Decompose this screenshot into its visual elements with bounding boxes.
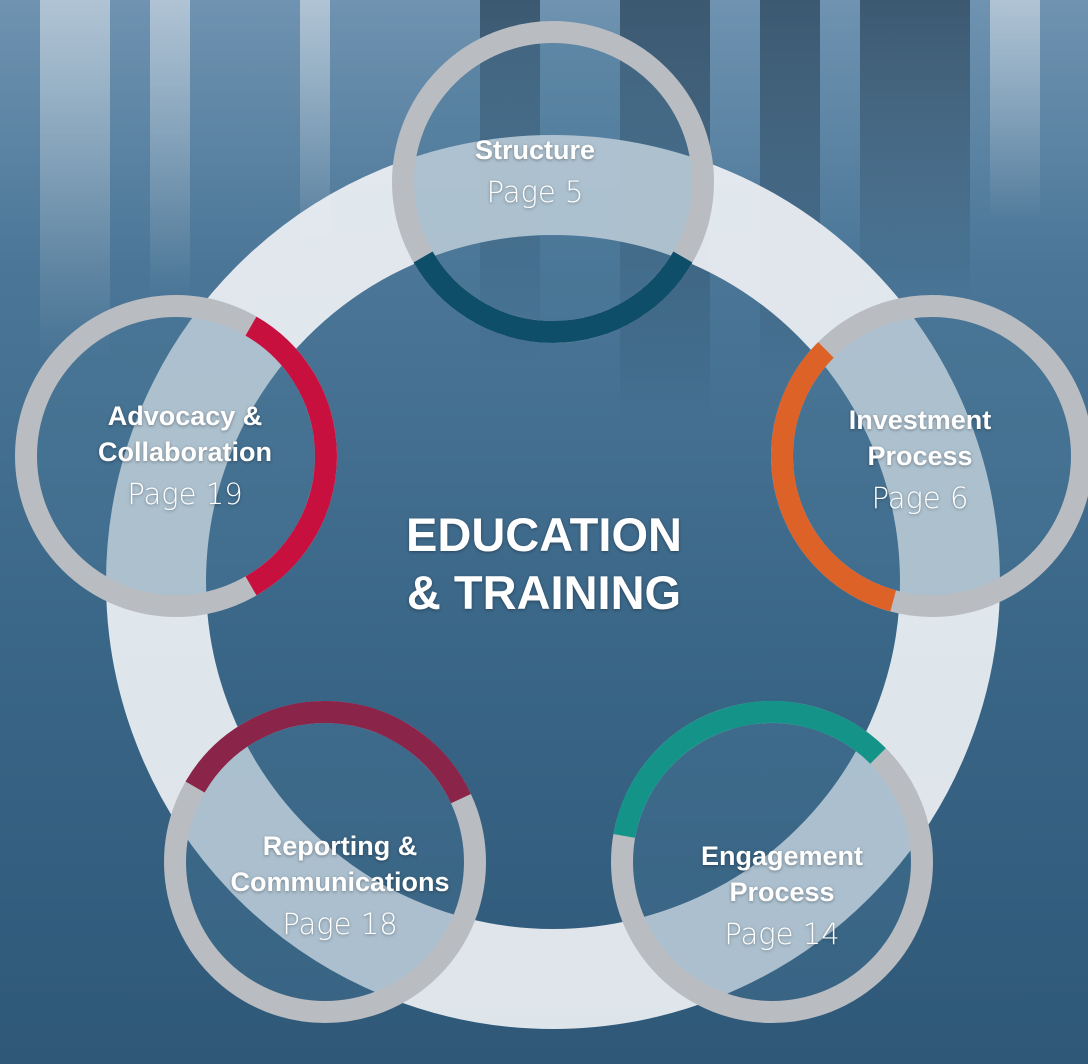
outer-ring-track: [106, 135, 1000, 1029]
node-page-reporting: Page 18: [282, 907, 398, 941]
node-title-structure: Structure: [474, 135, 596, 165]
node-page-investment: Page 6: [871, 481, 969, 515]
node-fill-investment: [782, 306, 1082, 606]
node-fill-advocacy: [26, 306, 326, 606]
node-accent-arc-engagement: [613, 701, 886, 838]
node-engagement[interactable]: [611, 701, 933, 1023]
node-title-advocacy: Advocacy & Collaboration: [98, 401, 272, 467]
node-accent-arc-investment: [771, 342, 897, 612]
node-label-reporting[interactable]: Reporting & Communications Page 18: [190, 828, 490, 942]
node-page-engagement: Page 14: [724, 917, 840, 951]
node-investment[interactable]: [771, 295, 1088, 617]
node-accent-arc-reporting: [185, 701, 471, 804]
node-fill-engagement: [622, 712, 922, 1012]
node-title-engagement: Engagement Process: [700, 841, 864, 907]
node-label-structure[interactable]: Structure Page 5: [405, 132, 665, 210]
node-accent-arc-advocacy: [245, 316, 337, 596]
node-structure[interactable]: [392, 21, 714, 343]
node-advocacy[interactable]: [15, 295, 337, 617]
node-label-engagement[interactable]: Engagement Process Page 14: [652, 838, 912, 952]
center-title: EDUCATION & TRAINING: [406, 508, 682, 619]
node-page-structure: Page 5: [486, 175, 584, 209]
node-accent-arc-structure: [413, 251, 693, 343]
node-title-investment: Investment Process: [848, 405, 992, 471]
node-page-advocacy: Page 19: [127, 477, 243, 511]
node-label-investment[interactable]: Investment Process Page 6: [790, 402, 1050, 516]
node-fill-structure: [403, 32, 703, 332]
node-reporting[interactable]: [164, 701, 486, 1023]
node-title-reporting: Reporting & Communications: [230, 831, 450, 897]
node-label-advocacy[interactable]: Advocacy & Collaboration Page 19: [55, 398, 315, 512]
node-fill-reporting: [175, 712, 475, 1012]
